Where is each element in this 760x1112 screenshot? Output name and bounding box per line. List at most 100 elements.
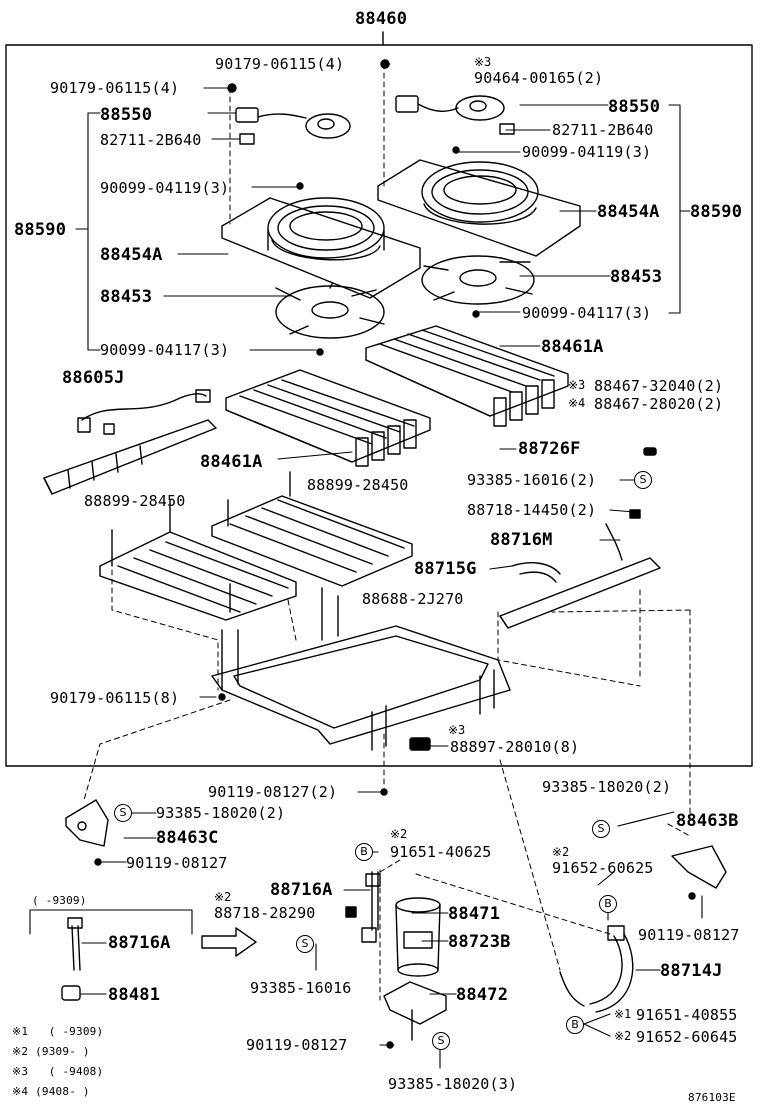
pipe-88714j (559, 925, 634, 1013)
note-3: ※3 ( -9408) (12, 1066, 103, 1078)
fan-shroud-left (221, 197, 421, 299)
b-symbol-91651-40625: B (355, 843, 373, 861)
label-93385-16016: 93385-16016 (250, 979, 352, 997)
label-88550-right: 88550 (608, 97, 661, 117)
label-88899-right: 88899-28450 (307, 476, 409, 494)
note-mark-4-88467: ※4 (568, 396, 586, 410)
label-93385-18020-2-left: 93385-18020(2) (156, 804, 286, 822)
label-90099-04117-left: 90099-04117(3) (100, 341, 230, 359)
label-88716a-center: 88716A (270, 880, 333, 900)
label-90179-06115-left: 90179-06115(4) (50, 79, 180, 97)
note-mark-3-88467: ※3 (568, 378, 586, 392)
evaporator-left (225, 369, 431, 467)
fasteners (94, 59, 696, 1049)
label-88726f: 88726F (518, 439, 581, 459)
label-88453-right: 88453 (610, 267, 663, 287)
label-88688: 88688-2J270 (362, 590, 464, 608)
label-90119-08127-center: 90119-08127 (246, 1036, 348, 1054)
label-88714j: 88714J (660, 961, 723, 981)
label-91651-40625: 91651-40625 (390, 843, 492, 861)
note-1: ※1 ( -9309) (12, 1026, 103, 1038)
label-88471: 88471 (448, 904, 501, 924)
label-88899-left: 88899-28450 (84, 492, 186, 510)
switch-88481 (61, 985, 81, 1001)
note-4: ※4 (9408- ) (12, 1086, 90, 1098)
note-1-range: ( -9309) (48, 1025, 104, 1038)
label-90179-06115-top: 90179-06115(4) (215, 55, 345, 73)
label-93385-18020-2-right: 93385-18020(2) (542, 778, 672, 796)
motor-harness-right (395, 95, 515, 135)
pipe-88716a-center (361, 871, 381, 943)
bracket-88463c (65, 799, 109, 847)
label-88897: 88897-28010(8) (450, 738, 580, 756)
s-symbol-center: S (296, 935, 314, 953)
bracket-88463b (671, 845, 727, 889)
s-symbol-right: S (592, 820, 610, 838)
note-3-mark: ※3 (12, 1065, 29, 1078)
label-90119-08127-2: 90119-08127(2) (208, 783, 338, 801)
label-82711-left: 82711-2B640 (100, 131, 202, 149)
label-90119-08127-right: 90119-08127 (638, 926, 740, 944)
label-88481: 88481 (108, 985, 161, 1005)
label-88550-left: 88550 (100, 105, 153, 125)
note-mark-2-91651: ※2 (390, 827, 408, 841)
frame-88688 (211, 587, 511, 751)
range-box-label: ( -9309) (32, 894, 87, 907)
label-91652-60625: 91652-60625 (552, 859, 654, 877)
label-88454a-left: 88454A (100, 245, 163, 265)
label-93385-16016-2: 93385-16016(2) (467, 471, 597, 489)
b-symbol-lower: B (566, 1016, 584, 1034)
label-88454a-right: 88454A (597, 202, 660, 222)
assembly-frame (5, 31, 753, 767)
note-mark-3-88897: ※3 (448, 723, 466, 737)
label-88453-left: 88453 (100, 287, 153, 307)
label-88467-32040: 88467-32040(2) (594, 377, 724, 395)
label-88463b: 88463B (676, 811, 739, 831)
fan-blade-right (421, 255, 535, 305)
note-mark-1-91651-40855: ※1 (614, 1007, 632, 1021)
label-88716a-left: 88716A (108, 933, 171, 953)
label-88467-28020: 88467-28020(2) (594, 395, 724, 413)
label-90099-04119-left: 90099-04119(3) (100, 179, 230, 197)
label-90464-00165: 90464-00165(2) (474, 69, 604, 87)
label-88461a-left: 88461A (200, 452, 263, 472)
note-1-mark: ※1 (12, 1025, 29, 1038)
note-mark-2-91652-60625: ※2 (552, 845, 570, 859)
note-mark-2-91652-60645: ※2 (614, 1029, 632, 1043)
s-symbol-93385-16016: S (634, 471, 652, 489)
bracket-88472 (383, 981, 447, 1041)
b-symbol-91652-60625: B (599, 895, 617, 913)
leader-lines (29, 63, 703, 1069)
diagram-id: 876103E (688, 1091, 736, 1104)
dashed-leaders (83, 63, 691, 1001)
note-3-range: ( -9408) (48, 1065, 104, 1078)
tray-left (99, 499, 297, 621)
label-90099-04117-right: 90099-04117(3) (522, 304, 652, 322)
label-88723b: 88723B (448, 932, 511, 952)
label-90099-04119-right: 90099-04119(3) (522, 143, 652, 161)
label-91652-60645: 91652-60645 (636, 1028, 738, 1046)
s-symbol-left: S (114, 804, 132, 822)
fan-blade-left (275, 283, 385, 339)
label-88461a-right: 88461A (541, 337, 604, 357)
fan-shroud-right (377, 159, 581, 257)
label-90119-08127-left: 90119-08127 (126, 854, 228, 872)
tray-right (211, 471, 413, 587)
label-88716m: 88716M (490, 530, 553, 550)
motor-harness-left (235, 107, 351, 145)
assembly-label: 88460 (355, 9, 408, 29)
label-88718-28290: 88718-28290 (214, 904, 316, 922)
pipe-88716m (499, 523, 661, 629)
harness-88605j (43, 389, 217, 495)
label-88472: 88472 (456, 985, 509, 1005)
note-2-mark: ※2 (12, 1045, 29, 1058)
evaporator-right (365, 325, 569, 427)
pipe-88716a-left (67, 917, 83, 971)
note-mark-3-90464: ※3 (474, 55, 492, 69)
note-2-range: (9309- ) (35, 1045, 90, 1058)
note-4-mark: ※4 (12, 1085, 29, 1098)
note-mark-2-88718: ※2 (214, 890, 232, 904)
label-82711-right: 82711-2B640 (552, 121, 654, 139)
s-symbol-bottom: S (432, 1032, 450, 1050)
